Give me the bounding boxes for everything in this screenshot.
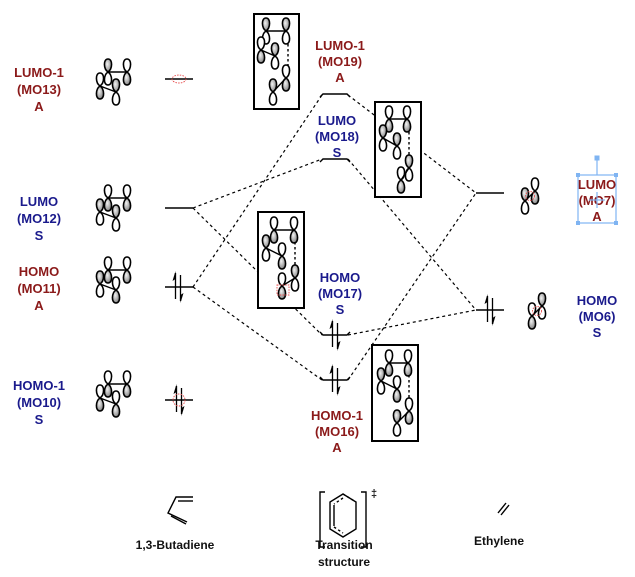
ethylene-caption: Ethylene — [474, 534, 524, 548]
corr-eth-homo-to-ts-lumo — [347, 158, 477, 311]
orbital-name: HOMO-1 — [13, 378, 65, 393]
butadiene-structure-icon — [167, 496, 193, 525]
orbital-symmetry: S — [593, 325, 602, 340]
orbital-mo-number: (MO6) — [579, 309, 616, 324]
ts-homo-label: HOMO (MO17) S — [318, 270, 362, 317]
bd-lumo1-orbital-icon — [95, 58, 132, 106]
orbital-symmetry: A — [332, 440, 342, 455]
bd-homo1-orbital-icon — [95, 370, 132, 418]
orbital-symmetry: S — [333, 145, 342, 160]
ts-homo1-orbital-icon — [376, 349, 414, 437]
ts-lumo-label: LUMO (MO18) S — [315, 113, 359, 160]
ethylene-column: LUMO (MO7) A HOMO (MO6) S — [476, 155, 618, 340]
eth-lumo-label-selected[interactable]: LUMO (MO7) A — [576, 155, 618, 226]
corr-bd-homo-to-ts-homo1 — [192, 286, 323, 381]
orbital-symmetry: S — [336, 302, 345, 317]
orbital-name: HOMO — [320, 270, 360, 285]
butadiene-column: LUMO-1 (MO13) A LUMO (MO12) S HOMO — [13, 58, 193, 427]
orbital-mo-number: (MO13) — [17, 82, 61, 97]
orbital-symmetry: A — [592, 209, 602, 224]
corr-eth-homo-to-ts-homo — [347, 309, 477, 336]
ts-homo-orbital-icon — [261, 216, 300, 300]
orbital-mo-number: (MO11) — [17, 281, 60, 296]
bd-lumo-label: LUMO (MO12) S — [17, 194, 61, 243]
ts-lumo1-orbital-icon — [256, 17, 291, 106]
bd-lumo1-label: LUMO-1 (MO13) A — [14, 65, 64, 114]
ts-lumo1-level — [319, 93, 351, 98]
orbital-symmetry: S — [35, 228, 44, 243]
orbital-mo-number: (MO19) — [318, 54, 362, 69]
eth-homo-orbital-icon — [527, 292, 547, 330]
orbital-symmetry: A — [335, 70, 345, 85]
resize-handle[interactable] — [614, 173, 618, 177]
resize-handle[interactable] — [576, 221, 580, 225]
ts-homo1-level — [319, 376, 351, 381]
eth-homo-label: HOMO (MO6) S — [577, 293, 617, 340]
ts-homo1-label: HOMO-1 (MO16) A — [311, 408, 363, 455]
transition-column: LUMO-1 (MO19) A LUMO (MO18) S — [253, 13, 422, 455]
orbital-mo-number: (MO17) — [318, 286, 362, 301]
orbital-name: LUMO-1 — [14, 65, 64, 80]
ethylene-structure-icon — [497, 502, 510, 516]
orbital-mo-number: (MO18) — [315, 129, 359, 144]
bd-homo1-label: HOMO-1 (MO10) S — [13, 378, 65, 427]
corr-bd-lumo-to-ts-lumo — [192, 158, 323, 209]
orbital-mo-number: (MO12) — [17, 211, 61, 226]
orbital-mo-number: (MO16) — [315, 424, 359, 439]
resize-handle[interactable] — [576, 173, 580, 177]
placeholder-marker — [171, 74, 187, 84]
resize-handle[interactable] — [614, 221, 618, 225]
orbital-mo-number: (MO10) — [17, 395, 61, 410]
orbital-symmetry: A — [34, 99, 44, 114]
orbital-name: HOMO — [577, 293, 617, 308]
corr-eth-lumo-to-ts-homo1 — [347, 192, 477, 381]
orbital-name: LUMO — [318, 113, 356, 128]
orbital-symmetry: A — [34, 298, 44, 313]
bd-homo-label: HOMO (MO11) A — [17, 264, 60, 313]
bd-lumo-orbital-icon — [95, 184, 132, 232]
ts-lumo-orbital-icon — [378, 105, 414, 194]
ts-lumo1-label: LUMO-1 (MO19) A — [315, 38, 365, 85]
orbital-name: LUMO-1 — [315, 38, 365, 53]
orbital-symmetry: S — [35, 412, 44, 427]
orbital-name: LUMO — [20, 194, 58, 209]
bd-homo-orbital-icon — [95, 256, 132, 304]
ts-lumo-level — [319, 158, 351, 163]
transition-caption-line2: structure — [318, 555, 370, 569]
butadiene-caption: 1,3-Butadiene — [136, 538, 215, 552]
orbital-name: HOMO-1 — [311, 408, 363, 423]
orbital-name: HOMO — [19, 264, 59, 279]
rotate-handle[interactable] — [594, 155, 600, 161]
placeholder-marker — [276, 284, 290, 296]
ts-homo-level — [319, 331, 351, 336]
eth-lumo-orbital-icon — [520, 177, 540, 215]
transition-structure-icon: ‡ — [319, 488, 377, 548]
corr-bd-homo-to-ts-lumo1 — [192, 94, 323, 288]
double-dagger-icon: ‡ — [371, 488, 377, 500]
transition-caption-line1: Transition — [315, 538, 372, 552]
placeholder-marker — [172, 393, 186, 407]
orbital-name: LUMO — [578, 177, 616, 192]
